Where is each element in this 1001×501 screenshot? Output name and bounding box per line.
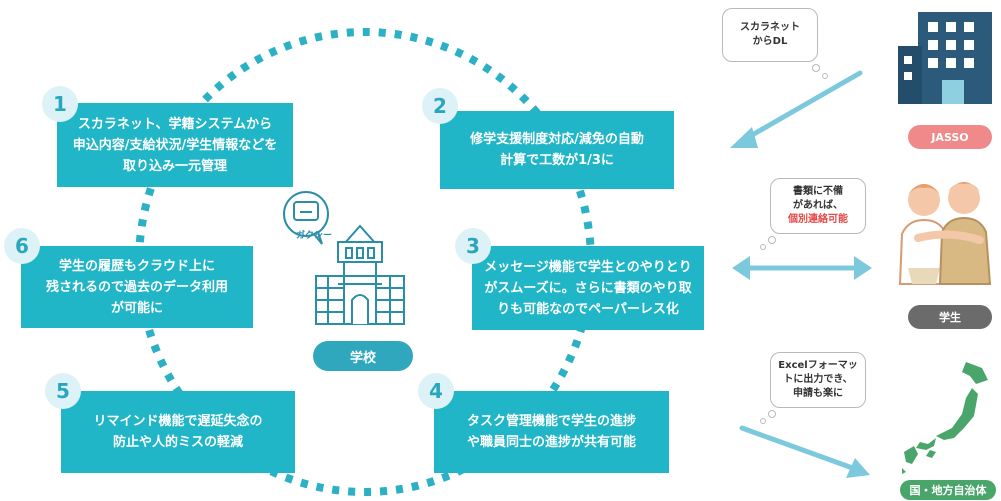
students-icon — [898, 182, 992, 285]
bubble-student-text: 書類に不備 があれば、 — [793, 186, 843, 211]
flow-num-6: 6 — [4, 228, 40, 264]
flow-box-2: 修学支援制度対応/減免の自動 計算で工数が1/3に — [440, 111, 674, 189]
flow-num-4: 4 — [418, 373, 454, 409]
jasso-building-icon — [898, 12, 992, 104]
flow-box-5: リマインド機能で遅延失念の 防止や人的ミスの軽減 — [61, 391, 295, 473]
flow-text-4: タスク管理機能で学生の進捗 や職員同士の進捗が共有可能 — [466, 414, 636, 450]
flow-text-6: 学生の履歴もクラウド上に 残されるので過去のデータ利用 が可能に — [45, 258, 228, 316]
flow-num-2: 2 — [422, 88, 458, 124]
bubble-tail-dot — [760, 418, 766, 424]
student-label: 学生 — [908, 305, 992, 329]
flow-box-3: メッセージ機能で学生とのやりとり がスムーズに。さらに書類のやり取 りも可能なの… — [472, 246, 704, 330]
bubble-gov: Excelフォーマッ トに出力でき、 申請も楽に — [770, 352, 866, 408]
arrow-school-to-gov — [739, 425, 861, 473]
logo-text: ガクシー — [295, 231, 332, 241]
school-label: 学校 — [313, 341, 413, 371]
flow-num-5: 5 — [45, 373, 81, 409]
bubble-tail-dot — [822, 73, 828, 79]
flow-text-1: スカラネット、学籍システムから 申込内容/支給状況/学生情報などを 取り込み一元… — [72, 116, 278, 174]
flow-box-4: タスク管理機能で学生の進捗 や職員同士の進捗が共有可能 — [434, 391, 669, 473]
flow-text-2: 修学支援制度対応/減免の自動 計算で工数が1/3に — [470, 132, 644, 168]
bubble-student: 書類に不備 があれば、 個別連絡可能 — [770, 178, 866, 234]
gov-label: 国・地方自治体 — [900, 480, 996, 500]
bubble-student-highlight: 個別連絡可能 — [788, 214, 848, 225]
arrow-jasso-to-school — [737, 70, 863, 145]
flow-num-1: 1 — [42, 86, 78, 122]
bubble-jasso: スカラネット からDL — [722, 8, 818, 62]
bubble-tail-dot — [768, 236, 776, 244]
flow-num-3: 3 — [455, 228, 491, 264]
japan-map-icon — [902, 362, 988, 474]
bubble-tail-dot — [812, 64, 820, 72]
school-building-icon — [283, 191, 405, 325]
jasso-label: JASSO — [908, 125, 992, 149]
flow-box-6: 学生の履歴もクラウド上に 残されるので過去のデータ利用 が可能に — [21, 246, 253, 328]
flow-box-1: スカラネット、学籍システムから 申込内容/支給状況/学生情報などを 取り込み一元… — [57, 103, 293, 187]
flow-text-3: メッセージ機能で学生とのやりとり がスムーズに。さらに書類のやり取 りも可能なの… — [484, 259, 692, 317]
bubble-tail-dot — [768, 410, 776, 418]
flow-text-5: リマインド機能で遅延失念の 防止や人的ミスの軽減 — [93, 414, 263, 450]
bubble-tail-dot — [760, 244, 766, 250]
